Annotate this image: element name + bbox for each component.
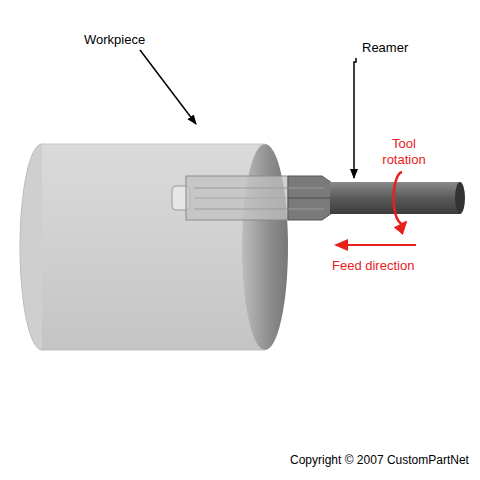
leader-line bbox=[354, 58, 356, 178]
motion-label: Feed direction bbox=[332, 258, 414, 274]
motion-label: Tool rotation bbox=[372, 136, 436, 168]
part-label: Workpiece bbox=[84, 32, 145, 48]
copyright-note: Copyright © 2007 CustomPartNet bbox=[290, 452, 469, 468]
rotation-arrow bbox=[394, 172, 406, 224]
reamer-tool bbox=[172, 176, 465, 220]
feed-arrow bbox=[336, 244, 416, 246]
workpiece-cylinder bbox=[20, 144, 288, 350]
part-label: Reamer bbox=[362, 40, 408, 56]
leader-line bbox=[140, 50, 196, 124]
